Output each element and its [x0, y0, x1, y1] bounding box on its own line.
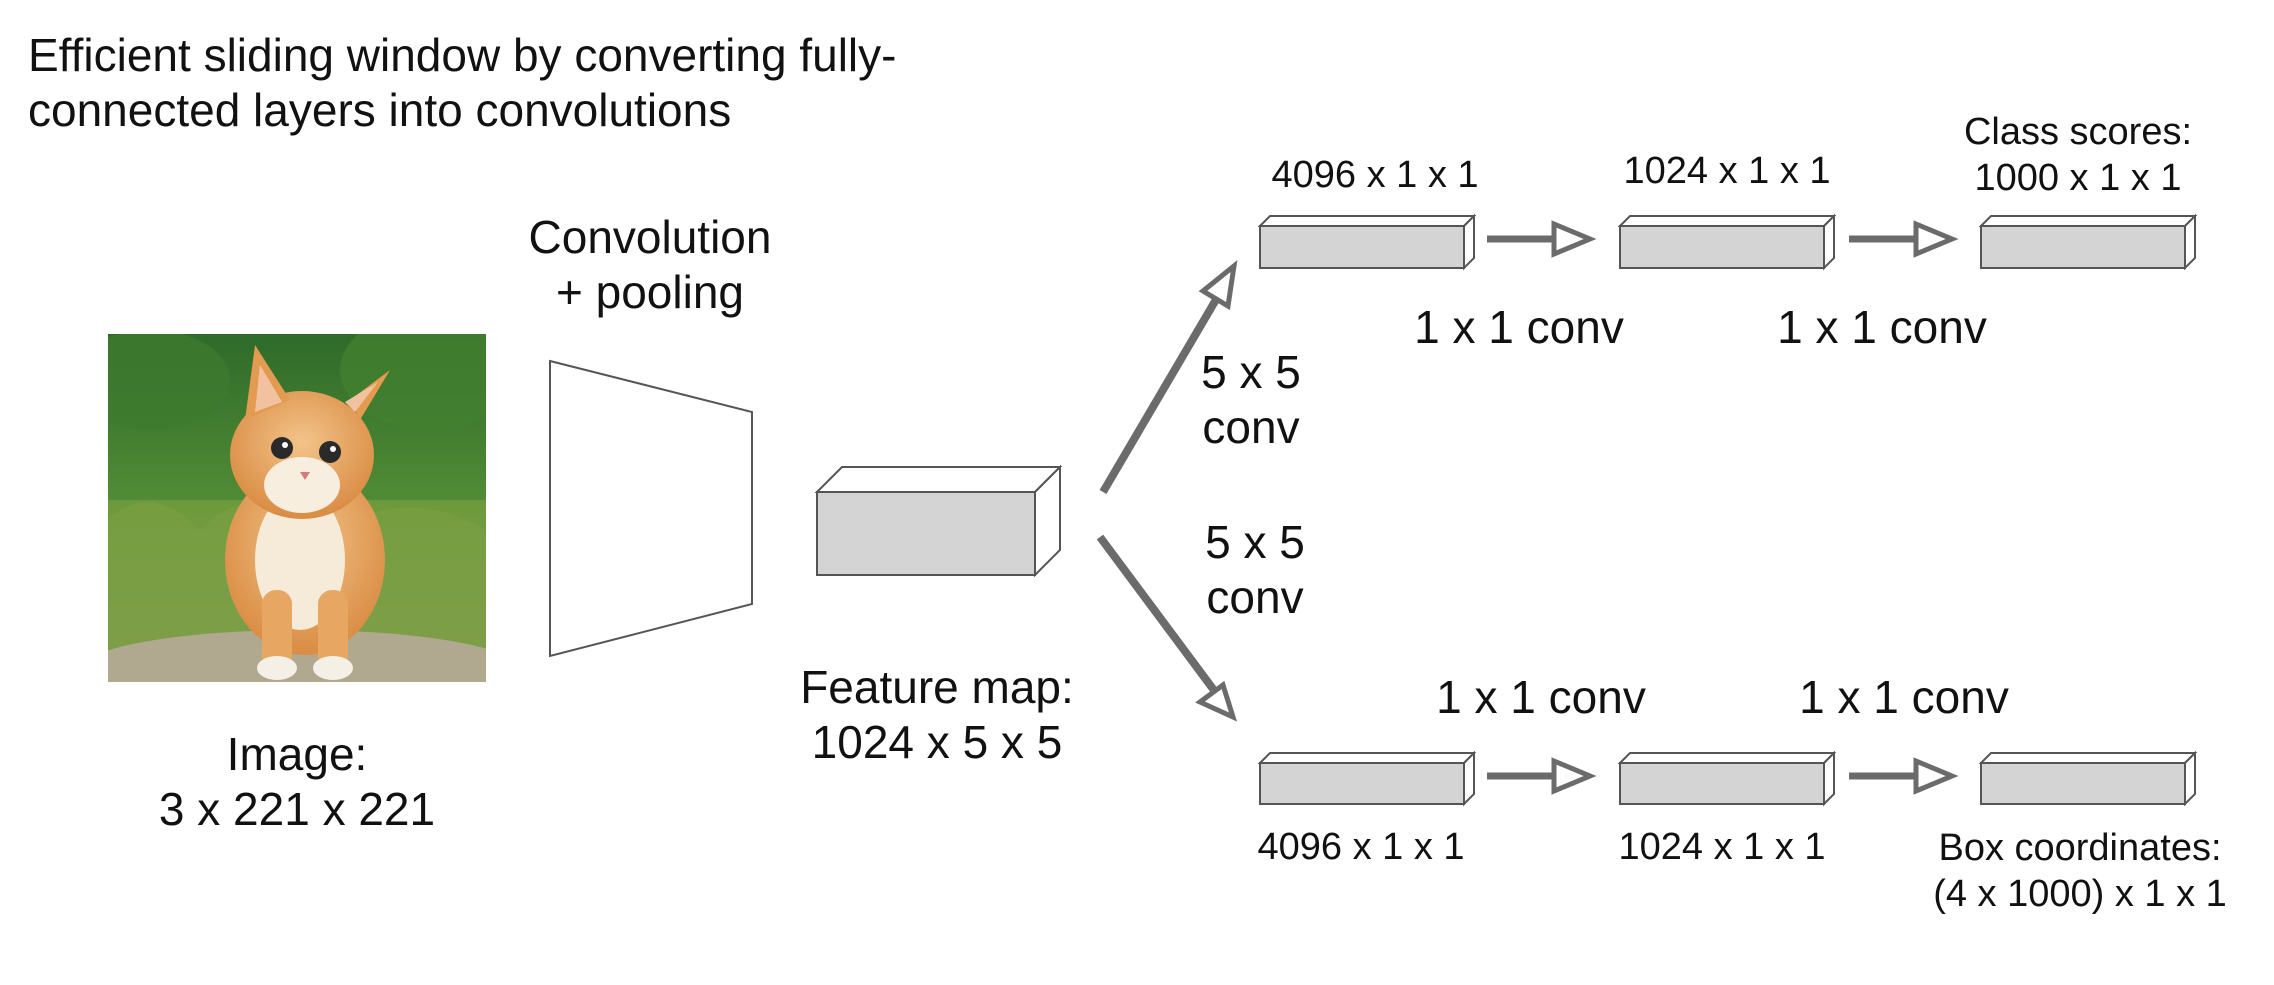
image-label-line-1: Image: — [226, 728, 368, 780]
top-step2-label: 1 x 1 conv — [1777, 301, 1987, 353]
title-line-1: Efficient sliding window by converting f… — [28, 29, 897, 81]
top-block-1024 — [1617, 213, 1837, 271]
conv-pooling-label-line-1: Convolution — [528, 211, 772, 263]
top-step2-arrow — [1849, 220, 1959, 258]
bottom-step2-arrow — [1849, 757, 1959, 795]
image-label-line-2: 3 x 221 x 221 — [158, 783, 436, 836]
title-line-2: connected layers into convolutions — [28, 84, 732, 137]
top-5x5-conv-label: 5 x 5 conv — [1201, 345, 1301, 455]
top-5x5-conv-line-1: 5 x 5 — [1201, 346, 1301, 398]
kitten-image — [108, 334, 486, 682]
feature-map-label-line-2: 1024 x 5 x 5 — [811, 716, 1063, 769]
box-coordinates-label: Box coordinates: (4 x 1000) x 1 x 1 — [1933, 826, 2227, 917]
diagram-title: Efficient sliding window by converting f… — [28, 28, 896, 138]
bottom-step1-arrow — [1487, 757, 1597, 795]
bottom-block-1024-label: 1024 x 1 x 1 — [1618, 826, 1826, 868]
top-block-4096-label: 4096 x 1 x 1 — [1271, 154, 1479, 196]
bottom-block-box-coordinates — [1978, 750, 2198, 807]
top-5x5-conv-line-2: conv — [1202, 401, 1300, 454]
bottom-branch-arrow — [1096, 534, 1238, 722]
bottom-5x5-conv-line-1: 5 x 5 — [1205, 516, 1305, 568]
image-label: Image: 3 x 221 x 221 — [159, 727, 435, 837]
top-block-4096 — [1257, 213, 1477, 271]
feature-map-label-line-1: Feature map: — [800, 661, 1074, 713]
conv-pooling-label-line-2: + pooling — [556, 266, 744, 319]
top-block-class-scores — [1978, 213, 2198, 271]
feature-map-label: Feature map: 1024 x 5 x 5 — [800, 660, 1074, 770]
box-coordinates-label-line-2: (4 x 1000) x 1 x 1 — [1933, 872, 2227, 915]
top-step1-arrow — [1487, 220, 1597, 258]
top-step1-label: 1 x 1 conv — [1414, 301, 1624, 353]
bottom-step2-label: 1 x 1 conv — [1799, 671, 2009, 723]
bottom-block-4096 — [1257, 750, 1477, 807]
bottom-block-1024 — [1617, 750, 1837, 807]
class-scores-label-line-1: Class scores: — [1963, 111, 2193, 153]
top-block-1024-label: 1024 x 1 x 1 — [1623, 150, 1831, 192]
bottom-block-4096-label: 4096 x 1 x 1 — [1257, 826, 1465, 868]
class-scores-label-line-2: 1000 x 1 x 1 — [1974, 156, 2182, 199]
bottom-5x5-conv-line-2: conv — [1206, 571, 1304, 624]
conv-pooling-trapezoid — [549, 359, 753, 658]
bottom-5x5-conv-label: 5 x 5 conv — [1205, 515, 1305, 625]
box-coordinates-label-line-1: Box coordinates: — [1938, 827, 2222, 869]
class-scores-label: Class scores: 1000 x 1 x 1 — [1964, 110, 2192, 201]
feature-map-block — [814, 464, 1063, 578]
conv-pooling-label: Convolution + pooling — [529, 210, 772, 320]
top-branch-arrow — [1099, 260, 1238, 495]
bottom-step1-label: 1 x 1 conv — [1436, 671, 1646, 723]
